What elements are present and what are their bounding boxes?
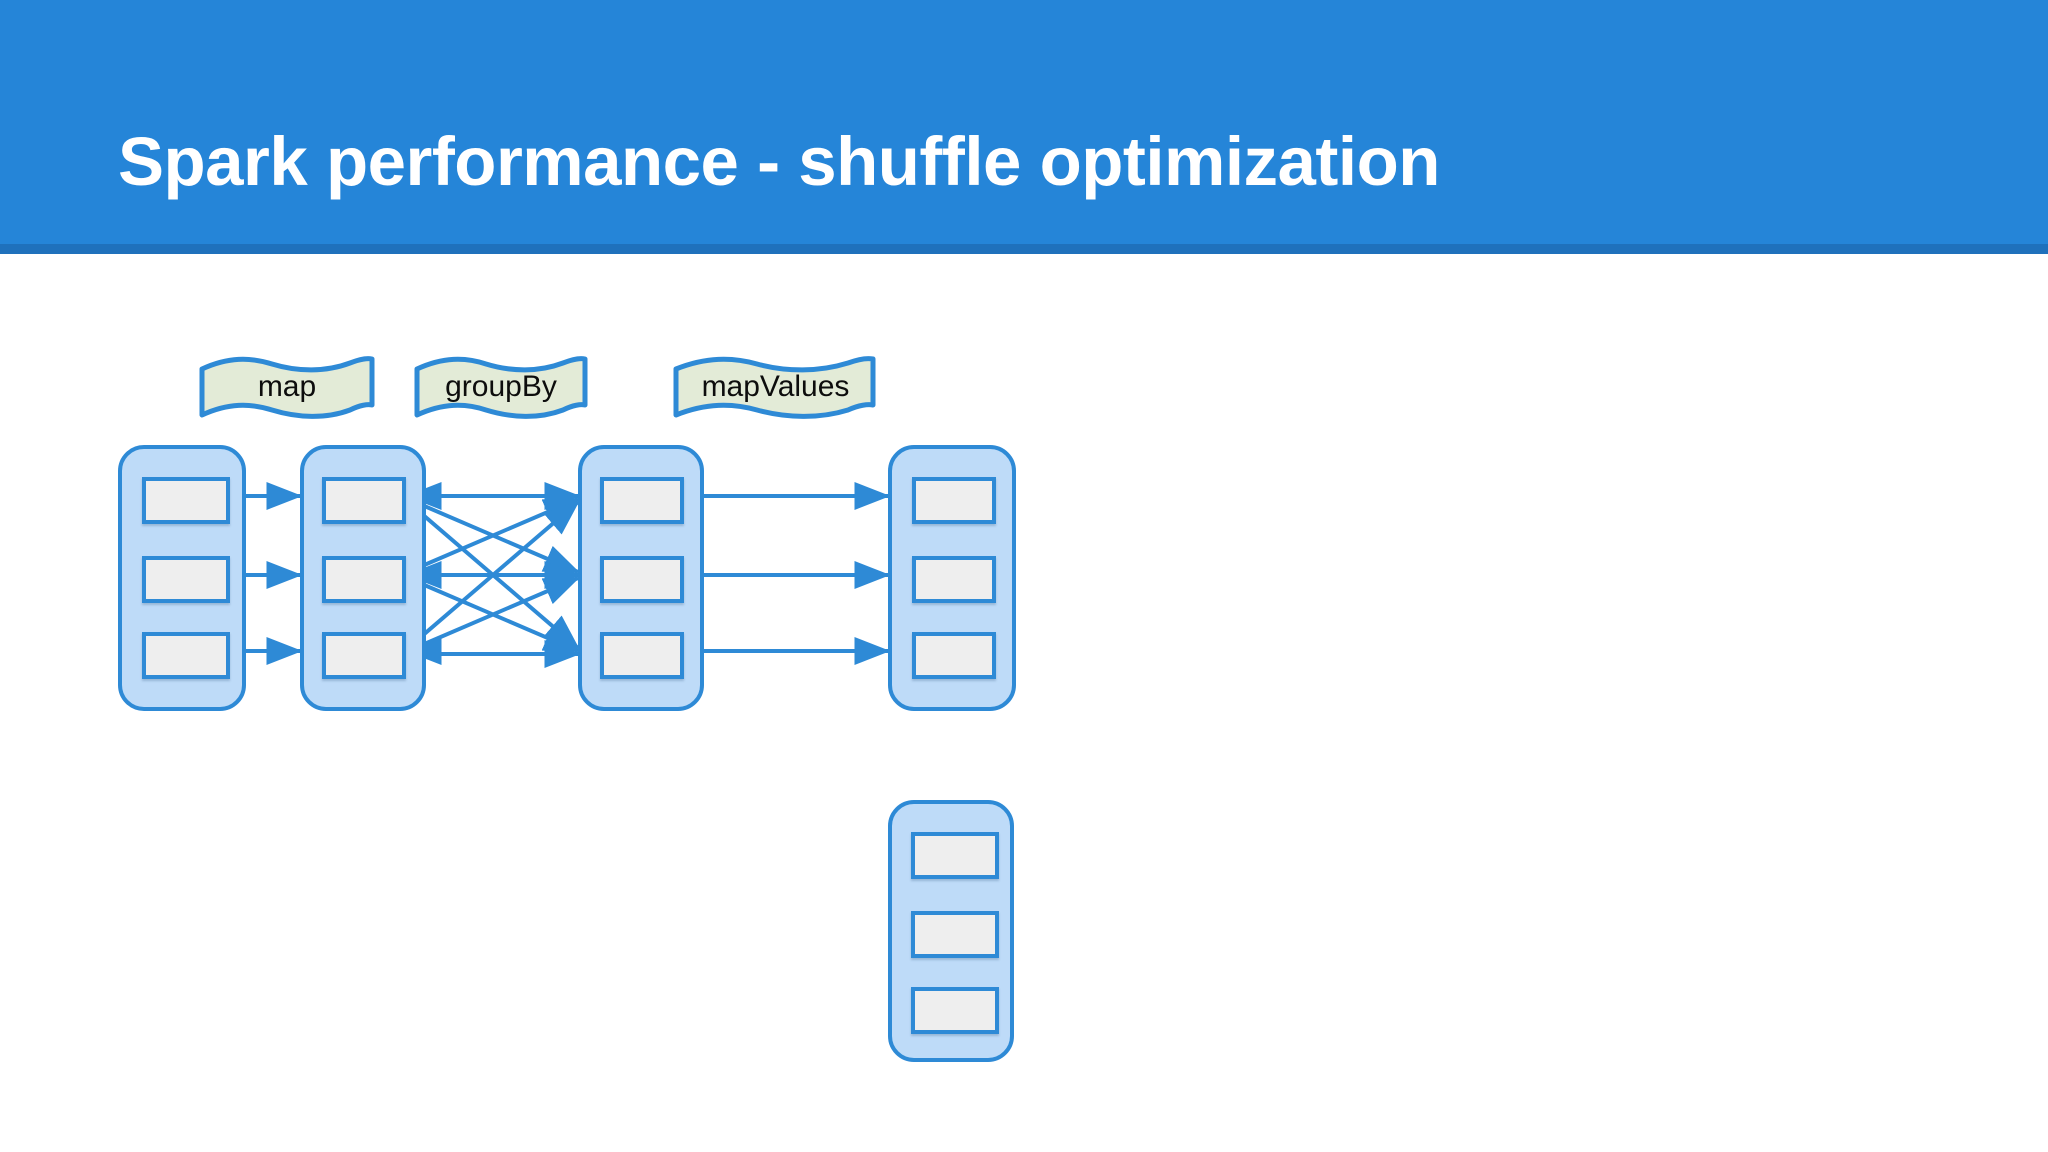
partition-box[interactable] (142, 477, 230, 524)
partition-box[interactable] (600, 477, 684, 524)
partition-box[interactable] (912, 477, 996, 524)
operation-banner-groupby[interactable]: groupBy (413, 355, 589, 419)
partition-box[interactable] (322, 632, 406, 679)
rdd-block-2[interactable] (300, 445, 426, 711)
edge-group-mapvalues (686, 482, 891, 665)
partition-box[interactable] (600, 556, 684, 603)
header-underline-accent (0, 244, 2048, 254)
page-title: Spark performance - shuffle optimization (118, 123, 1440, 200)
edge-group-groupby (405, 482, 581, 668)
rdd-block-4[interactable] (888, 445, 1016, 711)
partition-box[interactable] (911, 987, 999, 1034)
header-banner (0, 0, 2048, 244)
operation-label-mapvalues: mapValues (701, 370, 850, 403)
rdd-block-3[interactable] (578, 445, 704, 711)
partition-box[interactable] (600, 632, 684, 679)
partition-box[interactable] (142, 632, 230, 679)
diagram-canvas: map groupBy mapValues (0, 254, 2048, 1152)
partition-box[interactable] (911, 832, 999, 879)
operation-label-map: map (257, 370, 317, 403)
partition-box[interactable] (322, 556, 406, 603)
operation-label-groupby: groupBy (445, 370, 557, 403)
operation-banner-mapvalues[interactable]: mapValues (672, 355, 879, 419)
rdd-block-1[interactable] (118, 445, 246, 711)
partition-box[interactable] (911, 911, 999, 958)
operation-banner-map[interactable]: map (198, 355, 376, 419)
wavy-banner-icon (673, 356, 876, 419)
partition-box[interactable] (912, 632, 996, 679)
partition-box[interactable] (912, 556, 996, 603)
rdd-block-detached[interactable] (888, 800, 1014, 1062)
partition-box[interactable] (322, 477, 406, 524)
wavy-banner-icon (414, 356, 588, 419)
partition-box[interactable] (142, 556, 230, 603)
wavy-banner-icon (199, 356, 375, 419)
edge-shuffle-3-1 (406, 500, 580, 650)
